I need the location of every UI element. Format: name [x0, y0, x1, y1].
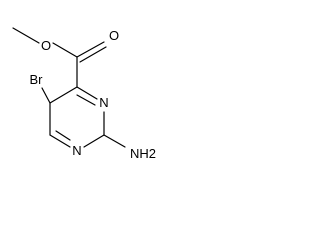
amino-group-label: NH2: [130, 146, 156, 161]
bond-oxygen-to-carbonyl-carbon: [52, 42, 78, 58]
bond-n1-c2: [83, 134, 105, 148]
methyl-oxygen-label: O: [41, 38, 51, 53]
bond-c4-c5: [49, 86, 78, 104]
bond-c5-bromine: [41, 87, 51, 104]
bond-c4-n3-outer: [76, 86, 98, 100]
bond-c4-n3-inner: [76, 94, 96, 106]
bond-c6-n1-inner: [55, 130, 71, 141]
bromine-label: Br: [30, 72, 44, 87]
bond-c2-amino: [103, 134, 126, 148]
carbonyl-oxygen-label: O: [109, 28, 119, 43]
bond-carbonyl-double-inner: [79, 46, 107, 63]
ring-nitrogen-upper-label: N: [99, 95, 108, 110]
molecule-structure: O O Br N N NH2: [12, 27, 156, 161]
bond-c6-n1-single: [49, 134, 71, 148]
bond-methyl-to-oxygen: [12, 27, 40, 44]
bond-carbonyl-double-outer: [76, 41, 105, 58]
ring-nitrogen-lower-label: N: [72, 143, 81, 158]
